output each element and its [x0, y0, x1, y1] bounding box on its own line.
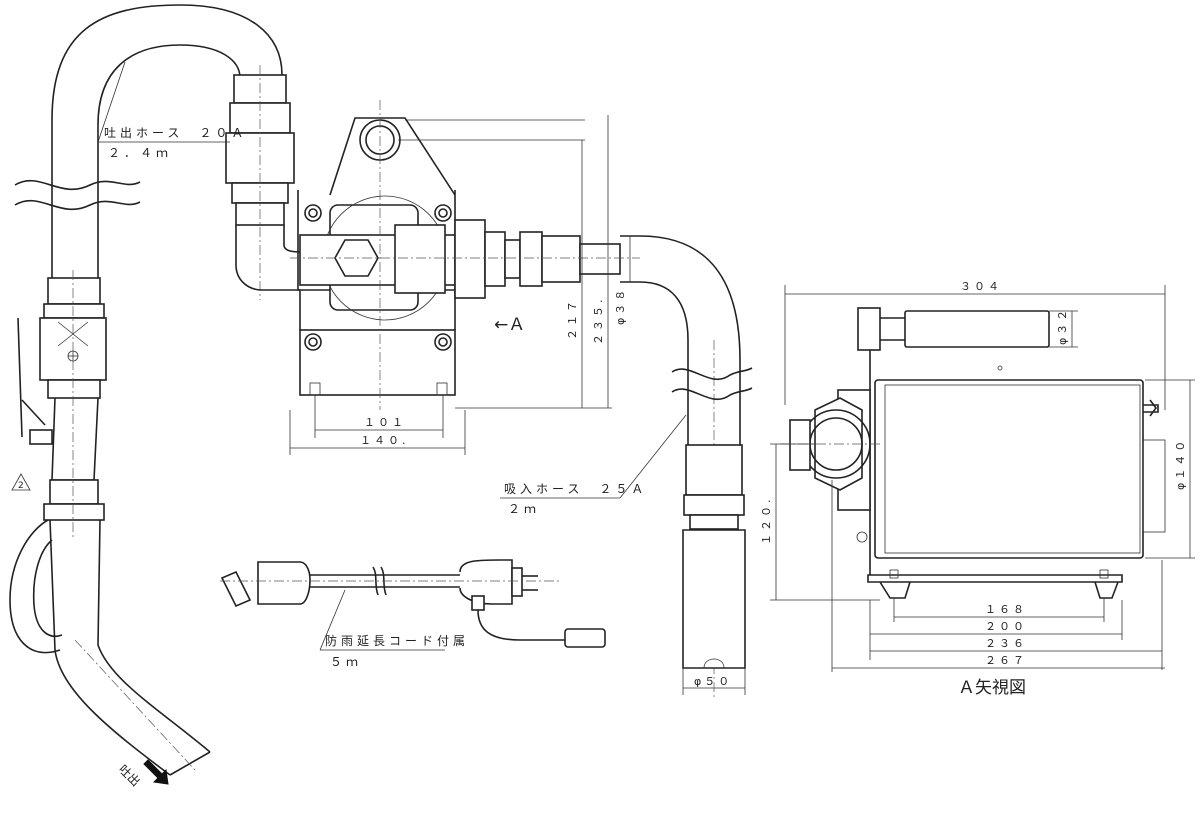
dim-phi38: φ３８	[614, 287, 627, 325]
suction-hose-length: ２ｍ	[508, 502, 540, 516]
dim-140: １４０.	[360, 434, 409, 447]
cord-length: ５ｍ	[330, 655, 362, 669]
dim-101: １０１	[364, 416, 406, 429]
discharge-hose-length: ２．４ｍ	[108, 146, 172, 160]
dim-phi50: φ５０	[694, 675, 732, 688]
pump-front-view: ←Ａ １０１ １４０. ２１７ ２３５.	[289, 100, 640, 455]
dim-217: ２１７	[566, 298, 579, 340]
view-a: ３０４ φ３２ φ１４０	[760, 280, 1195, 698]
discharge-hose-assembly: 2 吐出 吐出ホース ２０Ａ ２．４ｍ	[9, 4, 301, 789]
view-arrow-a: ←Ａ	[494, 315, 525, 335]
discharge-hose-label: 吐出ホース ２０Ａ	[104, 126, 247, 140]
dim-120: １２０.	[760, 497, 773, 546]
dim-168: １６８	[985, 603, 1027, 616]
dim-304: ３０４	[960, 280, 1002, 293]
cord-label: 防雨延長コード付属	[325, 633, 469, 648]
suction-hose-label: 吸入ホース ２５Ａ	[504, 482, 647, 496]
suction-hose-assembly: φ３８ φ５０ 吸入ホース ２５Ａ ２ｍ	[500, 235, 753, 700]
dim-200: ２００	[985, 620, 1027, 633]
dim-236: ２３６	[985, 637, 1027, 650]
dim-phi32: φ３２	[1056, 307, 1069, 345]
revision-mark: 2	[18, 481, 24, 491]
view-a-title: Ａ矢視図	[958, 678, 1026, 698]
dim-235: ２３５.	[592, 297, 605, 346]
dim-phi140: φ１４０	[1174, 438, 1187, 490]
extension-cord: 防雨延長コード付属 ５ｍ	[220, 559, 606, 669]
dim-267: ２６７	[985, 654, 1027, 667]
outlet-label: 吐出	[116, 762, 143, 789]
